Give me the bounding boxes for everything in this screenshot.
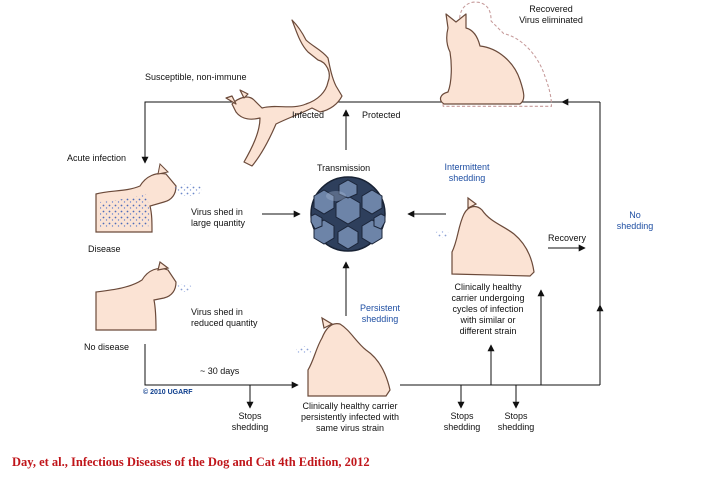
label-thirty-days: ~ 30 days bbox=[200, 366, 240, 376]
label-carrier-persistent-line3: same virus strain bbox=[315, 423, 385, 433]
label-shed-large: Virus shed in large quantity bbox=[191, 207, 245, 229]
label-carrier-cycles-line2: carrier undergoing bbox=[451, 293, 525, 303]
label-stops-right: Stops shedding bbox=[488, 411, 544, 433]
label-shed-large-line2: large quantity bbox=[191, 218, 246, 228]
label-recovered-line2: Virus eliminated bbox=[519, 15, 583, 25]
recovered-cat-icon bbox=[439, 1, 552, 107]
label-disease: Disease bbox=[88, 244, 121, 254]
citation: Day, et al., Infectious Diseases of the … bbox=[12, 455, 370, 469]
label-no-shedding: No shedding bbox=[610, 210, 660, 232]
intermittent-carrier-cat-icon bbox=[435, 196, 535, 277]
label-carrier-cycles: Clinically healthy carrier undergoing cy… bbox=[436, 282, 540, 337]
label-carrier-cycles-line4: with similar or bbox=[460, 315, 516, 325]
label-carrier-cycles-line3: cycles of infection bbox=[452, 304, 524, 314]
label-transmission: Transmission bbox=[317, 163, 371, 173]
label-stops-mid-line2: shedding bbox=[443, 422, 481, 432]
label-carrier-cycles-line5: different strain bbox=[459, 326, 517, 336]
label-no-disease: No disease bbox=[84, 342, 130, 352]
label-infected: Infected bbox=[292, 110, 325, 120]
arrow-to-acute-infection bbox=[141, 101, 232, 164]
label-susceptible: Susceptible, non-immune bbox=[145, 72, 247, 82]
persistent-carrier-cat-icon bbox=[296, 316, 391, 397]
label-acute-infection: Acute infection bbox=[67, 153, 127, 163]
label-no-shedding-line2: shedding bbox=[616, 221, 654, 231]
label-recovered-line1: Recovered bbox=[529, 4, 573, 14]
label-intermittent-line2: shedding bbox=[448, 173, 486, 183]
label-no-shedding-line1: No bbox=[629, 210, 641, 220]
label-recovered: Recovered Virus eliminated bbox=[506, 4, 596, 26]
cycle-arrows bbox=[141, 98, 604, 409]
label-stops-mid-line1: Stops bbox=[450, 411, 474, 421]
label-persistent-shedding: Persistent shedding bbox=[350, 303, 410, 325]
copyright-text: © 2010 UGARF bbox=[143, 389, 193, 396]
label-stops-right-line1: Stops bbox=[504, 411, 528, 421]
line-no-disease-down bbox=[144, 344, 299, 389]
label-recovery: Recovery bbox=[548, 233, 587, 243]
label-stops-right-line2: shedding bbox=[497, 422, 535, 432]
label-carrier-persistent-line1: Clinically healthy carrier bbox=[302, 401, 398, 411]
virus-particle-icon bbox=[310, 176, 386, 252]
label-carrier-cycles-line1: Clinically healthy bbox=[454, 282, 522, 292]
label-persistent-line1: Persistent bbox=[359, 303, 401, 313]
no-disease-cat-icon bbox=[95, 260, 192, 331]
label-stops-left-line1: Stops bbox=[238, 411, 262, 421]
susceptible-cat-icon bbox=[225, 19, 343, 167]
label-carrier-persistent-line2: persistently infected with bbox=[300, 412, 400, 422]
label-protected: Protected bbox=[362, 110, 401, 120]
label-carrier-persistent: Clinically healthy carrier persistently … bbox=[290, 401, 410, 434]
label-intermittent-line1: Intermittent bbox=[444, 162, 490, 172]
label-intermittent-shedding: Intermittent shedding bbox=[432, 162, 502, 184]
label-stops-left: Stops shedding bbox=[222, 411, 278, 433]
label-shed-reduced-line1: Virus shed in bbox=[191, 307, 243, 317]
label-shed-reduced: Virus shed in reduced quantity bbox=[191, 307, 258, 329]
label-persistent-line2: shedding bbox=[361, 314, 399, 324]
label-stops-mid: Stops shedding bbox=[434, 411, 490, 433]
label-shed-reduced-line2: reduced quantity bbox=[191, 318, 258, 328]
acute-infection-cat-icon bbox=[95, 162, 202, 233]
label-shed-large-line1: Virus shed in bbox=[191, 207, 243, 217]
label-stops-left-line2: shedding bbox=[231, 422, 269, 432]
